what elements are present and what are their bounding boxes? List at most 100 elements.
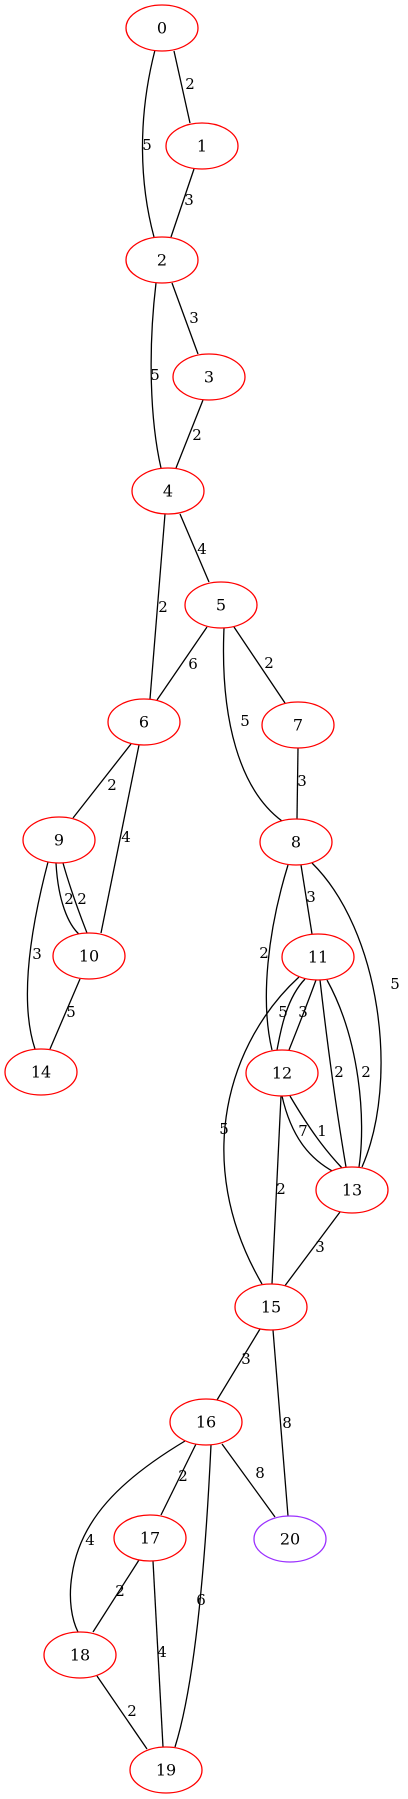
edge-line	[319, 979, 347, 1168]
node-ellipse	[253, 1515, 327, 1563]
edge-weight-label: 2	[77, 890, 87, 908]
edge-line	[62, 862, 88, 934]
node-label: 13	[342, 1181, 362, 1200]
edge-4-5: 4	[179, 513, 210, 583]
edge-line	[150, 282, 162, 469]
edge-weight-label: 5	[142, 136, 152, 154]
edge-line	[288, 979, 317, 1051]
edge-weight-label: 2	[158, 598, 168, 616]
edge-7-8: 3	[296, 747, 307, 820]
edge-weight-label: 4	[85, 1531, 95, 1549]
node-label: 14	[31, 1063, 51, 1082]
node-ellipse	[52, 932, 126, 980]
node-label: 20	[280, 1530, 300, 1549]
edge-9-14: 3	[26, 861, 49, 1050]
edge-line	[272, 1329, 289, 1517]
edge-weight-label: 4	[121, 828, 131, 846]
node-label: 16	[196, 1413, 216, 1432]
edge-11-13: 2	[326, 979, 371, 1168]
node-label: 6	[139, 713, 149, 732]
edge-line	[55, 862, 81, 936]
edge-weight-label: 4	[197, 540, 207, 558]
edge-6-10: 4	[100, 744, 140, 934]
edge-line	[289, 1095, 343, 1169]
edge-line	[69, 1440, 186, 1633]
edge-8-13: 5	[311, 862, 400, 1168]
edge-weight-label: 7	[298, 1122, 308, 1140]
edge-0-1: 2	[173, 50, 195, 124]
node-label: 17	[140, 1529, 160, 1548]
node-label: 9	[54, 831, 64, 850]
node-2: 2	[125, 236, 199, 284]
edge-10-14: 5	[49, 978, 81, 1050]
node-label: 19	[156, 1761, 176, 1780]
edge-line	[300, 864, 313, 935]
edge-line	[222, 627, 283, 822]
edge-weight-label: 2	[64, 890, 74, 908]
edge-line	[271, 1095, 282, 1285]
edge-line	[152, 1560, 164, 1748]
node-ellipse	[125, 4, 199, 52]
node-17: 17	[113, 1514, 187, 1562]
node-ellipse	[165, 122, 239, 170]
edge-weight-label: 5	[150, 366, 160, 384]
node-label: 10	[79, 947, 99, 966]
edge-weight-label: 8	[255, 1464, 265, 1482]
edge-line	[283, 1211, 341, 1288]
node-16: 16	[169, 1398, 243, 1446]
edge-11-15: 5	[219, 976, 300, 1285]
edge-line	[49, 978, 81, 1050]
edge-line	[326, 979, 363, 1168]
node-12: 12	[245, 1049, 319, 1097]
edge-15-20: 8	[272, 1329, 292, 1517]
node-14: 14	[4, 1048, 78, 1096]
edge-line	[296, 747, 299, 820]
edge-weight-label: 3	[32, 945, 42, 963]
edge-line	[221, 1443, 276, 1518]
edge-weight-label: 3	[241, 1350, 251, 1368]
edge-weight-label: 3	[189, 309, 199, 327]
node-ellipse	[131, 467, 205, 515]
edge-weight-label: 3	[306, 888, 316, 906]
edge-weight-label: 3	[184, 191, 194, 209]
node-label: 5	[216, 596, 226, 615]
edge-weight-label: 2	[127, 1702, 137, 1720]
node-label: 15	[261, 1298, 281, 1317]
edge-weight-label: 6	[188, 655, 198, 673]
edge-weight-label: 4	[157, 1643, 167, 1661]
edge-12-15: 2	[271, 1095, 286, 1285]
node-ellipse	[107, 698, 181, 746]
edge-17-19: 4	[152, 1560, 167, 1748]
node-ellipse	[245, 1049, 319, 1097]
edge-weight-label: 2	[192, 426, 202, 444]
edge-11-13: 2	[319, 979, 347, 1168]
edge-9-10: 2	[55, 862, 81, 936]
edge-5-8: 5	[222, 627, 283, 822]
node-5: 5	[184, 581, 258, 629]
node-ellipse	[281, 933, 355, 981]
edge-weight-label: 6	[196, 1591, 206, 1609]
edge-weight-label: 3	[298, 1003, 308, 1021]
edge-line	[171, 282, 199, 355]
edge-weight-label: 5	[390, 975, 400, 993]
edge-line	[216, 1328, 261, 1401]
edge-weight-label: 3	[315, 1238, 325, 1256]
edge-weight-label: 2	[276, 1180, 286, 1198]
node-ellipse	[169, 1398, 243, 1446]
node-label: 18	[70, 1646, 90, 1665]
edge-0-2: 5	[141, 49, 156, 238]
edge-line	[160, 1443, 197, 1516]
node-ellipse	[43, 1631, 117, 1679]
node-ellipse	[234, 1283, 308, 1331]
node-ellipse	[259, 818, 333, 866]
node-ellipse	[129, 1746, 203, 1794]
edge-12-13: 7	[281, 1095, 335, 1173]
node-6: 6	[107, 698, 181, 746]
edge-line	[265, 864, 289, 1051]
node-0: 0	[125, 4, 199, 52]
edge-weight-label: 2	[107, 776, 117, 794]
node-label: 3	[204, 368, 214, 387]
edge-6-9: 2	[72, 743, 132, 819]
